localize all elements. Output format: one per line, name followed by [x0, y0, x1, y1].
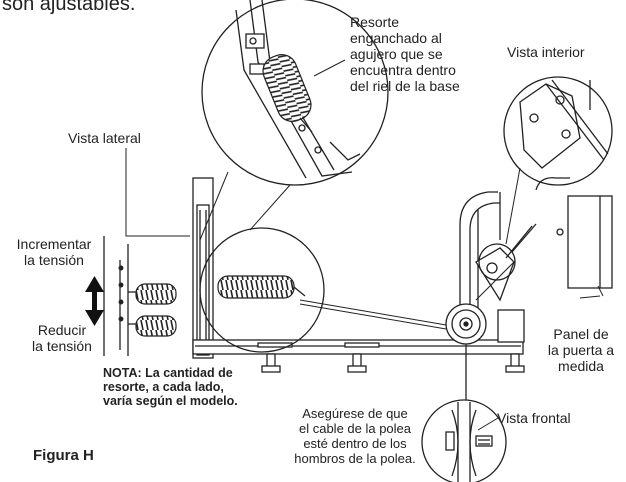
- header-text: son ajustables.: [2, 0, 136, 15]
- interior-view-detail: [503, 76, 613, 186]
- base-frame: [192, 177, 537, 373]
- spring-hook-detail: [201, 0, 389, 186]
- front-view-label: Vista frontal: [497, 410, 571, 426]
- spring-lower: [135, 315, 177, 337]
- door-panel: [535, 177, 613, 297]
- leader-lines: [125, 59, 601, 431]
- figure-title: Figura H: [33, 447, 94, 464]
- door-panel-label: Panel de la puerta a medida: [547, 326, 615, 374]
- spring-hook-label: Resorte enganchado al agujero que se enc…: [350, 14, 460, 94]
- side-view-circle: [199, 227, 325, 353]
- increase-tension-label: Incrementar la tensión: [16, 236, 92, 268]
- note-lead: NOTA: [103, 366, 138, 380]
- pulley: [445, 303, 487, 345]
- interior-view-label: Vista interior: [507, 44, 585, 60]
- note-text: NOTA: La cantidad de resorte, a cada lad…: [103, 366, 238, 408]
- double-arrow-icon: [85, 276, 104, 326]
- cable-check-label: Asegúrese de que el cable de la polea es…: [294, 406, 416, 466]
- spring-main: [217, 275, 295, 299]
- spring-upper: [135, 283, 177, 305]
- side-view-label: Vista lateral: [68, 130, 141, 146]
- reduce-tension-label: Reducir la tensión: [32, 322, 92, 354]
- front-view-detail: [421, 344, 507, 482]
- tension-detail: [103, 236, 138, 356]
